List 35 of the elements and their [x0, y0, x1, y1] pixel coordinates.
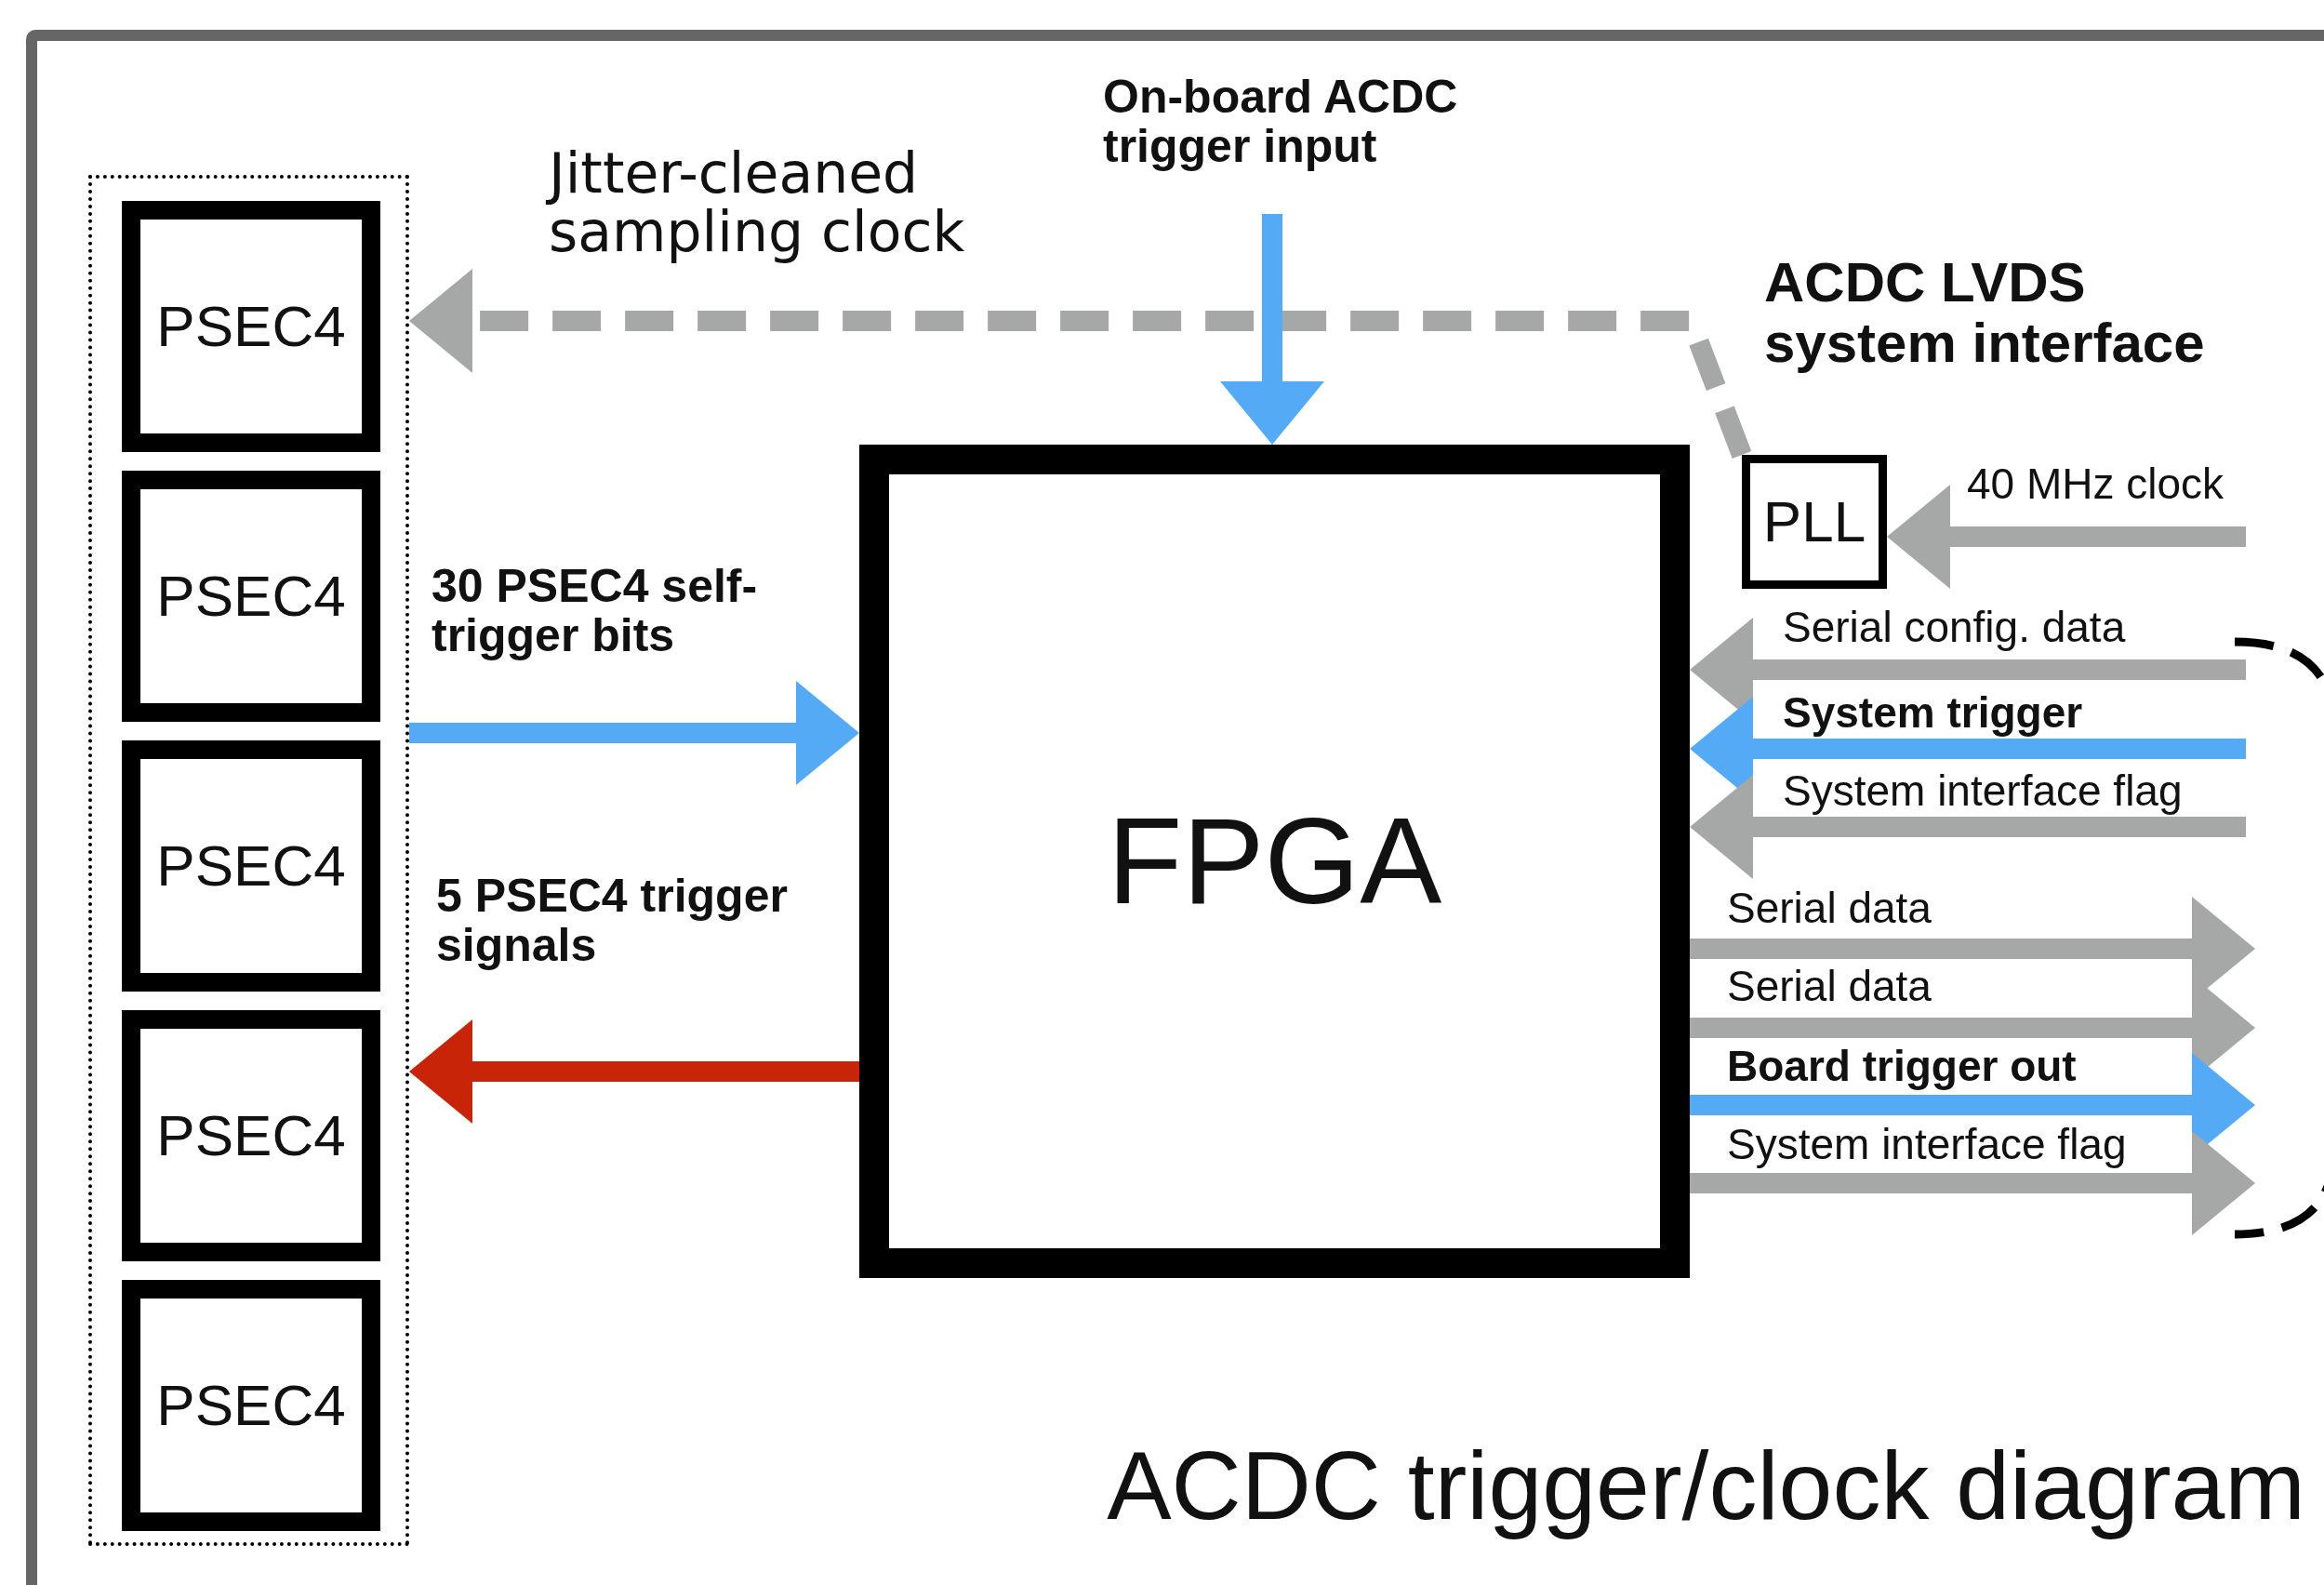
edge-label: System interface flag: [1783, 768, 2183, 814]
arrow: [1887, 485, 2246, 589]
arrow: [1220, 214, 1324, 445]
edge-label: 40 MHz clock: [1967, 461, 2224, 507]
diagram-title: ACDC trigger/clock diagram: [1107, 1432, 2305, 1539]
arrow: [1690, 1131, 2255, 1235]
section-heading: ACDC LVDS system interface: [1764, 253, 2206, 374]
edge-label: System interface flag: [1727, 1122, 2127, 1167]
edge-label: System trigger: [1783, 690, 2083, 736]
chip-box: [1742, 455, 1887, 589]
chip-box: [122, 201, 380, 452]
arrow: [1690, 775, 2246, 879]
chip-label: PSEC4: [156, 837, 346, 895]
chip-box: [122, 740, 380, 992]
chip-label: PSEC4: [156, 567, 346, 625]
edge-label: 30 PSEC4 self-trigger bits: [432, 562, 759, 659]
chip-label: FPGA: [1107, 800, 1442, 923]
edge-label: 5 PSEC4 trigger signals: [436, 872, 789, 969]
chip-label: PSEC4: [156, 1107, 346, 1165]
edge-label: Serial data: [1727, 964, 1932, 1009]
chip-label: PSEC4: [156, 1377, 346, 1434]
edge-label: On-board ACDC trigger input: [1103, 73, 1459, 170]
chip-box: [122, 471, 380, 722]
chip-label: PSEC4: [156, 298, 346, 355]
dotted-group-box: [88, 175, 409, 1546]
chip-label: PLL: [1762, 493, 1866, 551]
edge-label: Board trigger out: [1727, 1044, 2077, 1089]
edge-label: Serial config. data: [1783, 605, 2126, 650]
chip-box: [122, 1280, 380, 1531]
arrow: [409, 1019, 859, 1124]
dashed-arrow: [409, 269, 1752, 459]
chip-box: [122, 1010, 380, 1261]
chip-box: [859, 445, 1690, 1278]
arrow: [409, 681, 859, 785]
edge-label: Serial data: [1727, 886, 1932, 931]
